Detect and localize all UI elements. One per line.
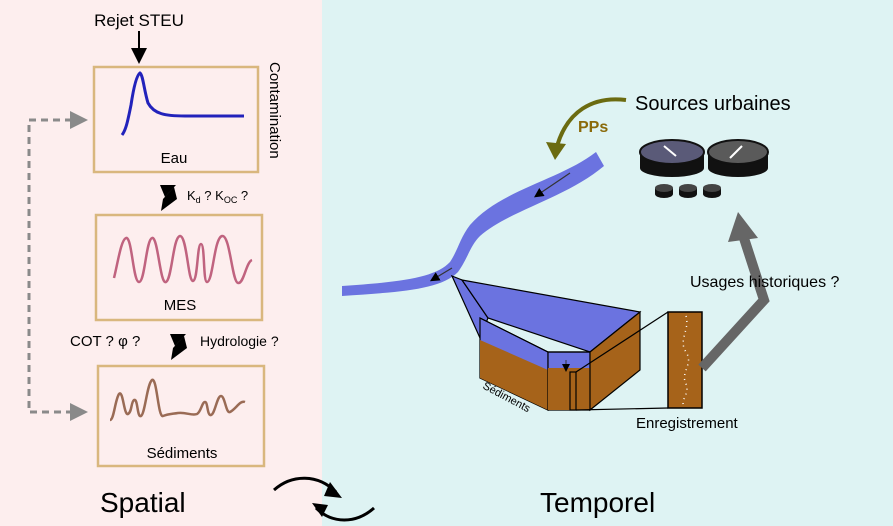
water-box xyxy=(92,65,260,174)
usages-arrowhead xyxy=(728,212,758,242)
mes-box xyxy=(94,213,264,322)
cot-phi-label: COT ? φ ? xyxy=(70,333,140,350)
dashed-connector xyxy=(27,118,84,414)
river-flow-arrow-2 xyxy=(429,267,453,282)
dashed-arrowhead-bottom xyxy=(70,403,88,421)
sediment-box xyxy=(96,364,266,468)
cycle-arrows-icon xyxy=(273,476,375,522)
sources-label: Sources urbaines xyxy=(635,93,791,115)
river-flow-arrow xyxy=(534,172,571,198)
rejet-steu-label: Rejet STEU xyxy=(94,11,184,30)
hydrologie-label: Hydrologie ? xyxy=(200,333,279,349)
spatial-title: Spatial xyxy=(100,487,186,518)
sediment-core-block xyxy=(450,274,642,412)
pps-arrow xyxy=(554,97,627,151)
mes-curve xyxy=(112,234,253,285)
pps-label: PPs xyxy=(578,119,608,136)
usages-label: Usages historiques ? xyxy=(690,274,840,291)
dashed-arrowhead-top xyxy=(70,111,88,129)
kd-koc-label: Kd ? KOC ? xyxy=(187,188,248,205)
enregistrement-label: Enregistrement xyxy=(636,415,739,432)
equilibrium-icon-2 xyxy=(170,334,187,360)
sediment-box-label: Sédiments xyxy=(147,445,218,462)
mes-label: MES xyxy=(164,297,197,314)
equilibrium-icon xyxy=(160,185,177,211)
pps-arrowhead xyxy=(546,142,566,160)
temporal-background xyxy=(322,0,893,526)
water-label: Eau xyxy=(161,150,188,167)
contamination-label: Contamination xyxy=(266,62,283,159)
treatment-plant-icon xyxy=(639,139,769,198)
sediment-curve xyxy=(109,378,246,422)
usages-arrow xyxy=(698,230,770,372)
temporal-title: Temporel xyxy=(540,487,655,518)
core-link-bottom xyxy=(575,407,669,411)
sediment-core xyxy=(667,311,703,409)
water-curve xyxy=(120,71,244,136)
core-link-top xyxy=(575,311,669,373)
